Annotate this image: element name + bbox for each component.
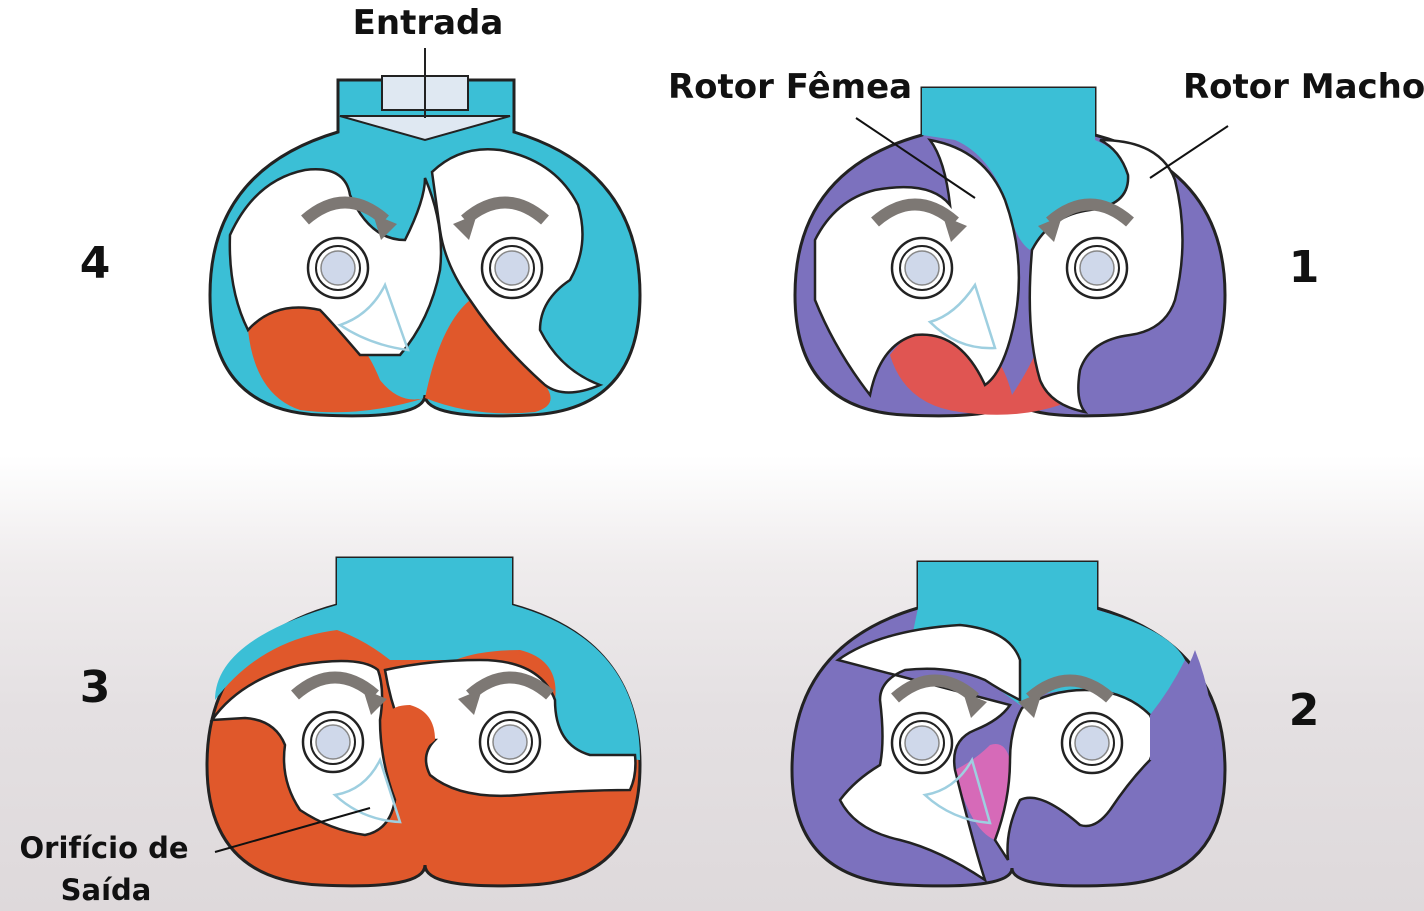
female-rotor-label: Rotor Fêmea [668,67,912,107]
stage-3-female-shaft [303,712,363,772]
stage-number-4: 4 [80,238,111,289]
stage-4-male-shaft [482,238,542,298]
discharge-port-label-line2: Saída [61,873,152,907]
stage-3-compressor [207,558,640,886]
stage-number-2: 2 [1289,685,1320,736]
stage-2-female-shaft [892,713,952,773]
stage-number-3: 3 [80,662,111,713]
intake-label: Entrada [353,3,504,43]
stage-4-female-shaft [308,238,368,298]
stage-1-male-shaft [1067,238,1127,298]
stage-1-female-shaft [892,238,952,298]
stage-2-male-shaft [1062,713,1122,773]
stage-2-compressor [792,562,1225,886]
stage-number-1: 1 [1289,242,1320,293]
male-rotor-label: Rotor Macho [1183,67,1424,107]
stage-4-compressor [210,48,640,416]
discharge-port-label-line1: Orifício de [19,831,188,865]
stage-3-male-shaft [480,712,540,772]
male-rotor-pointer-line [1150,126,1228,178]
stage-1-compressor [795,88,1225,416]
